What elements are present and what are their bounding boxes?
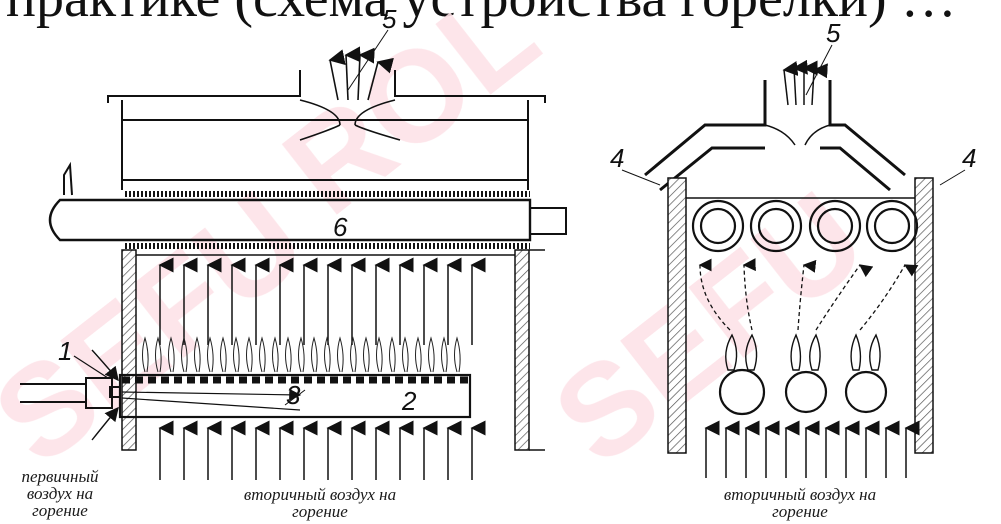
right-secondary-air-arrows	[704, 420, 920, 478]
label-5-right: 5	[826, 18, 841, 48]
right-flue-arrows	[764, 44, 833, 146]
caption-primary-line-3: горение	[32, 501, 88, 520]
left-diagram	[20, 29, 567, 451]
caption-primary-air: первичный воздух на горение	[0, 468, 120, 519]
left-wall-right	[514, 249, 530, 451]
flame	[142, 336, 149, 373]
label-1-leader	[73, 355, 109, 379]
right-diagram	[621, 44, 966, 454]
heat-exchanger-tube	[48, 198, 532, 242]
left-fins	[125, 191, 530, 249]
caption-secondary-air-right: вторичный воздух на горение	[680, 486, 920, 520]
flame	[181, 336, 188, 373]
left-flue-arrows	[299, 29, 401, 141]
flame	[233, 336, 240, 373]
right-burners	[718, 368, 888, 416]
title-fragment: практике (схема устройства горелки) …	[0, 0, 1001, 28]
flame	[259, 336, 266, 373]
svg-text:SEFU: SEFU	[0, 164, 330, 493]
flame	[441, 336, 448, 373]
label-3: 3	[286, 380, 301, 410]
flame	[428, 336, 435, 373]
caption-primary-line-2: воздух на	[26, 484, 94, 503]
flame	[220, 336, 227, 373]
flame	[324, 336, 331, 373]
right-flames	[725, 333, 881, 371]
caption-secondary-left-line-2: горение	[292, 502, 348, 521]
left-wall-left	[121, 249, 137, 451]
label-4-left: 4	[610, 143, 625, 173]
right-wall-right	[914, 177, 934, 454]
left-flames	[142, 336, 461, 373]
right-heat-exchanger-tubes	[691, 199, 919, 253]
flame	[207, 336, 214, 373]
flame	[415, 336, 422, 373]
flame	[246, 336, 253, 373]
flame	[454, 336, 461, 373]
label-5-left: 5	[382, 4, 397, 34]
flame	[155, 336, 162, 373]
caption-secondary-left-line-1: вторичный воздух на	[243, 485, 397, 504]
caption-primary-line-1: первичный	[21, 467, 99, 486]
flame	[363, 336, 370, 373]
burner-nozzle	[85, 377, 113, 409]
right-wall-left	[667, 177, 687, 454]
flame	[311, 336, 318, 373]
flame	[376, 336, 383, 373]
left-hood	[107, 70, 301, 103]
right-flow-lines	[698, 258, 919, 331]
caption-secondary-air-left: вторичный воздух на горение	[200, 486, 440, 520]
left-secondary-air-arrows	[158, 420, 486, 480]
flame	[350, 336, 357, 373]
flame	[272, 336, 279, 373]
label-3-leader	[284, 389, 306, 406]
label-6: 6	[333, 212, 348, 242]
flame	[194, 336, 201, 373]
caption-secondary-right-line-1: вторичный воздух на	[723, 485, 877, 504]
left-upper-air-arrows	[158, 257, 486, 345]
flame	[285, 336, 292, 373]
svg-text:ROL: ROL	[257, 0, 563, 242]
label-2: 2	[402, 386, 417, 416]
flame	[298, 336, 305, 373]
label-1: 1	[58, 336, 73, 366]
flame	[168, 336, 175, 373]
label-4-right: 4	[962, 143, 977, 173]
flame	[402, 336, 409, 373]
right-hood-outer	[644, 80, 767, 177]
caption-secondary-right-line-2: горение	[772, 502, 828, 521]
flame	[337, 336, 344, 373]
flame	[389, 336, 396, 373]
